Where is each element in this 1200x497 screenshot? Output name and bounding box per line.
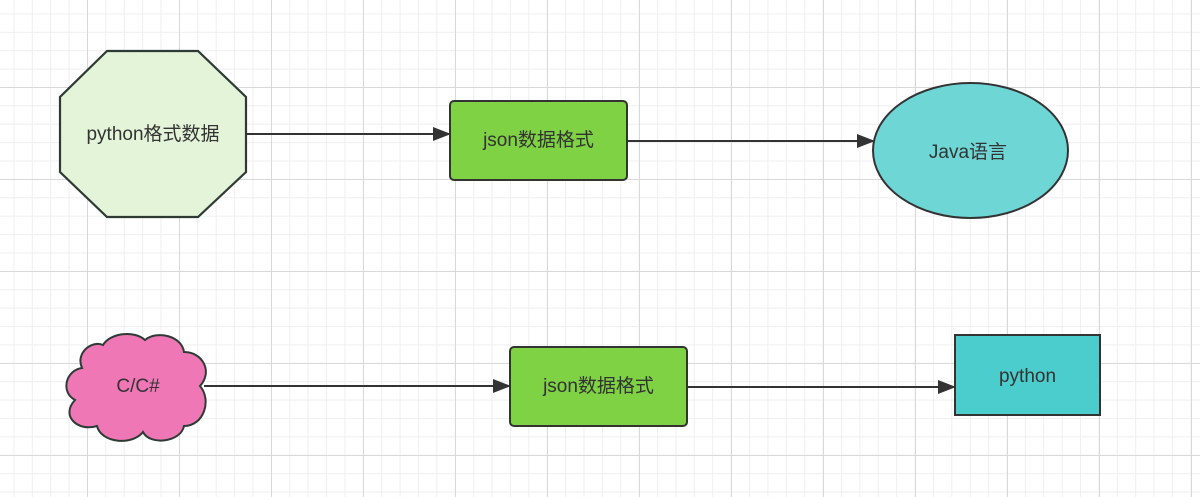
cs-label: C/C#	[116, 376, 160, 397]
python-target-label: python	[999, 366, 1056, 387]
json-format-label-top: json数据格式	[482, 129, 594, 151]
cs-cloud-shape[interactable]	[65, 333, 207, 442]
python-data-octagon[interactable]	[58, 49, 248, 219]
python-data-label: python格式数据	[86, 123, 219, 145]
java-language-label: Java语言	[929, 141, 1007, 163]
java-language-ellipse[interactable]	[872, 82, 1069, 219]
json-format-label-bottom: json数据格式	[542, 375, 654, 397]
python-target-box[interactable]	[954, 334, 1101, 416]
